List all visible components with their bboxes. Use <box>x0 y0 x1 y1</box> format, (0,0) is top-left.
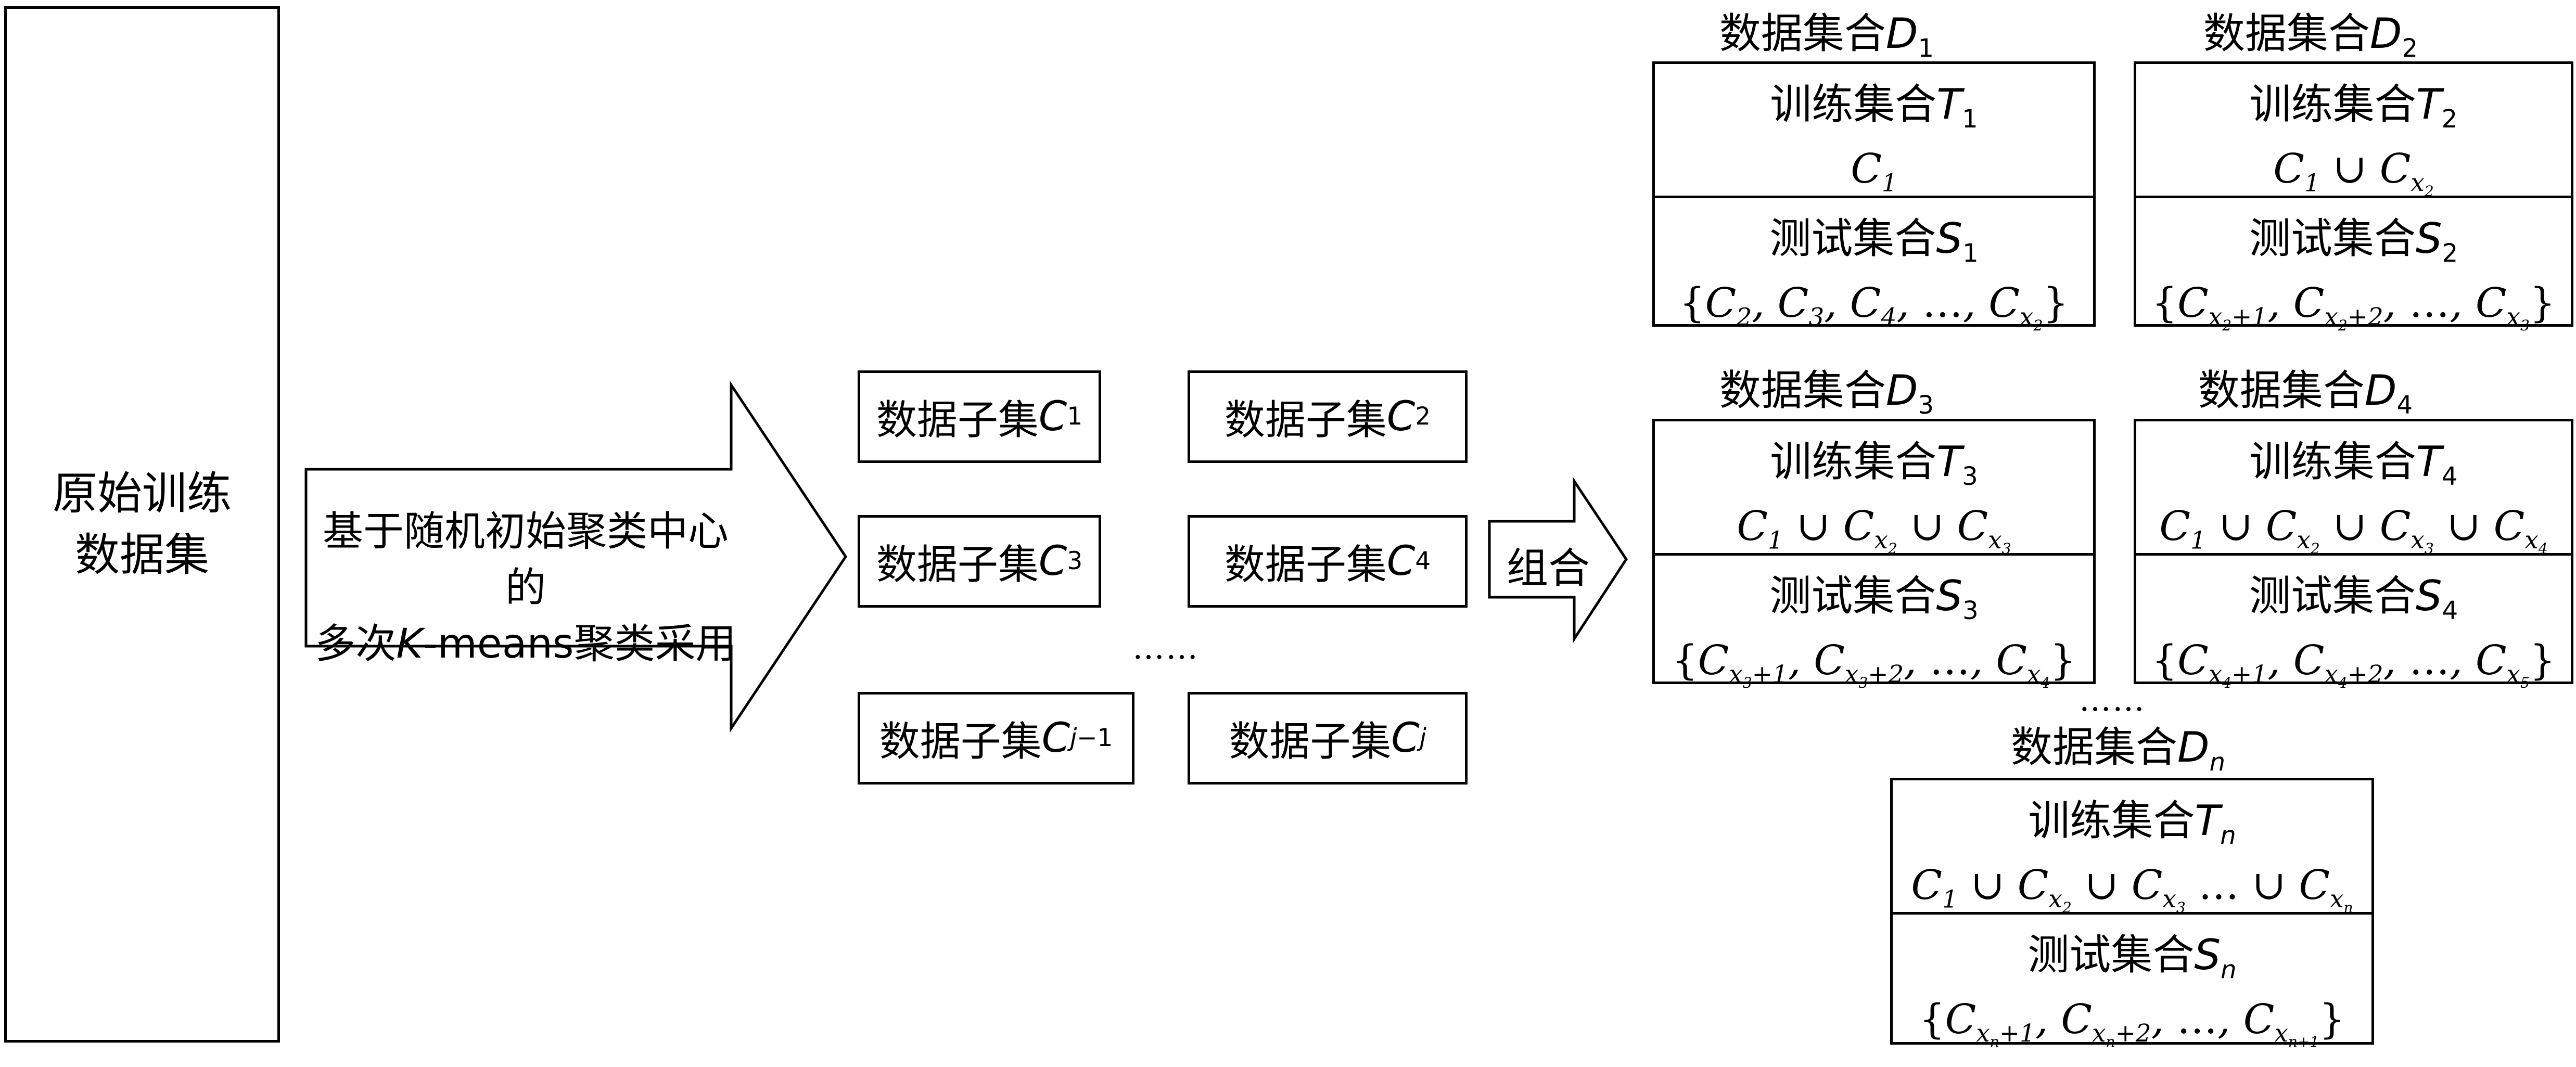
dataset-ellipsis: …… <box>2079 680 2146 718</box>
subset-ellipsis: …… <box>1132 628 1199 666</box>
combine-label: 组合 <box>1507 544 1590 593</box>
dataset-dn-title: 数据集合Dn <box>2010 723 2226 777</box>
d2-test-formula: {Cx2+1, Cx2+2, …, Cx3} <box>2151 279 2556 334</box>
dataset-d4-title: 数据集合D4 <box>2198 366 2413 420</box>
d1-test-title: 测试集合S1 <box>1769 214 1979 268</box>
dataset-d3-test: 测试集合S3 {Cx3+1, Cx3+2, …, Cx4} <box>1655 556 2093 708</box>
dataset-d1-train: 训练集合T1 C1 <box>1655 64 2093 198</box>
d2-test-title: 测试集合S2 <box>2249 214 2458 268</box>
dataset-d1-test: 测试集合S1 {C2, C3, C4, …, Cx2} <box>1655 198 2093 351</box>
dataset-dn-train: 训练集合Tn C1 ∪ Cx2 ∪ Cx3 … ∪ Cxn <box>1893 780 2371 916</box>
big-arrow <box>304 380 848 733</box>
d4-train-formula: C1 ∪ Cx2 ∪ Cx3 ∪ Cx4 <box>2159 503 2548 557</box>
d4-test-title: 测试集合S4 <box>2249 572 2458 625</box>
dataset-d2-train: 训练集合T2 C1 ∪ Cx2 <box>2136 64 2571 200</box>
dn-train-formula: C1 ∪ Cx2 ∪ Cx3 … ∪ Cxn <box>1911 862 2353 916</box>
combine-arrow <box>1488 477 1628 644</box>
d1-test-formula: {C2, C3, C4, …, Cx2} <box>1679 279 2069 334</box>
d2-train-title: 训练集合T2 <box>2249 80 2458 134</box>
d2-train-formula: C1 ∪ Cx2 <box>2273 145 2434 200</box>
dataset-d1-box: 训练集合T1 C1 测试集合S1 {C2, C3, C4, …, Cx2} <box>1652 61 2096 334</box>
big-arrow-label: 基于随机初始聚类中心的 多次K-means聚类采用 <box>312 504 739 672</box>
dataset-dn-test: 测试集合Sn {Cxn+1, Cxn+2, …, Cxn+1} <box>1893 915 2371 1067</box>
big-arrow-line1: 基于随机初始聚类中心的 <box>322 508 729 611</box>
dataset-d4-test: 测试集合S4 {Cx4+1, Cx4+2, …, Cx5} <box>2136 556 2571 708</box>
d1-train-formula: C1 <box>1851 145 1897 198</box>
big-arrow-line2: 多次K-means聚类采用 <box>315 621 736 667</box>
dataset-d3-train: 训练集合T3 C1 ∪ Cx2 ∪ Cx3 <box>1655 421 2093 557</box>
original-dataset-box: 原始训练 数据集 <box>4 6 280 1043</box>
d4-test-formula: {Cx4+1, Cx4+2, …, Cx5} <box>2151 637 2556 691</box>
d3-train-title: 训练集合T3 <box>1770 438 1978 491</box>
d3-train-formula: C1 ∪ Cx2 ∪ Cx3 <box>1737 503 2011 557</box>
dn-test-title: 测试集合Sn <box>2027 931 2237 984</box>
d1-train-title: 训练集合T1 <box>1770 80 1978 134</box>
d3-test-title: 测试集合S3 <box>1769 572 1979 625</box>
dataset-dn-box: 训练集合Tn C1 ∪ Cx2 ∪ Cx3 … ∪ Cxn 测试集合Sn {Cx… <box>1890 778 2374 1050</box>
dataset-d2-box: 训练集合T2 C1 ∪ Cx2 测试集合S2 {Cx2+1, Cx2+2, …,… <box>2134 61 2573 334</box>
dataset-d2-test: 测试集合S2 {Cx2+1, Cx2+2, …, Cx3} <box>2136 198 2571 351</box>
dataset-d4-train: 训练集合T4 C1 ∪ Cx2 ∪ Cx3 ∪ Cx4 <box>2136 421 2571 557</box>
dn-train-title: 训练集合Tn <box>2028 796 2236 850</box>
dataset-d4-box: 训练集合T4 C1 ∪ Cx2 ∪ Cx3 ∪ Cx4 测试集合S4 {Cx4+… <box>2134 419 2573 691</box>
dn-test-formula: {Cxn+1, Cxn+2, …, Cxn+1} <box>1919 996 2345 1050</box>
d4-train-title: 训练集合T4 <box>2249 438 2458 491</box>
dataset-d2-title: 数据集合D2 <box>2203 9 2418 63</box>
dataset-d3-box: 训练集合T3 C1 ∪ Cx2 ∪ Cx3 测试集合S3 {Cx3+1, Cx3… <box>1652 419 2096 691</box>
original-dataset-label: 原始训练 数据集 <box>53 468 232 581</box>
dataset-d3-title: 数据集合D3 <box>1719 366 1934 420</box>
d3-test-formula: {Cx3+1, Cx3+2, …, Cx4} <box>1672 637 2076 691</box>
dataset-d1-title: 数据集合D1 <box>1719 9 1934 63</box>
